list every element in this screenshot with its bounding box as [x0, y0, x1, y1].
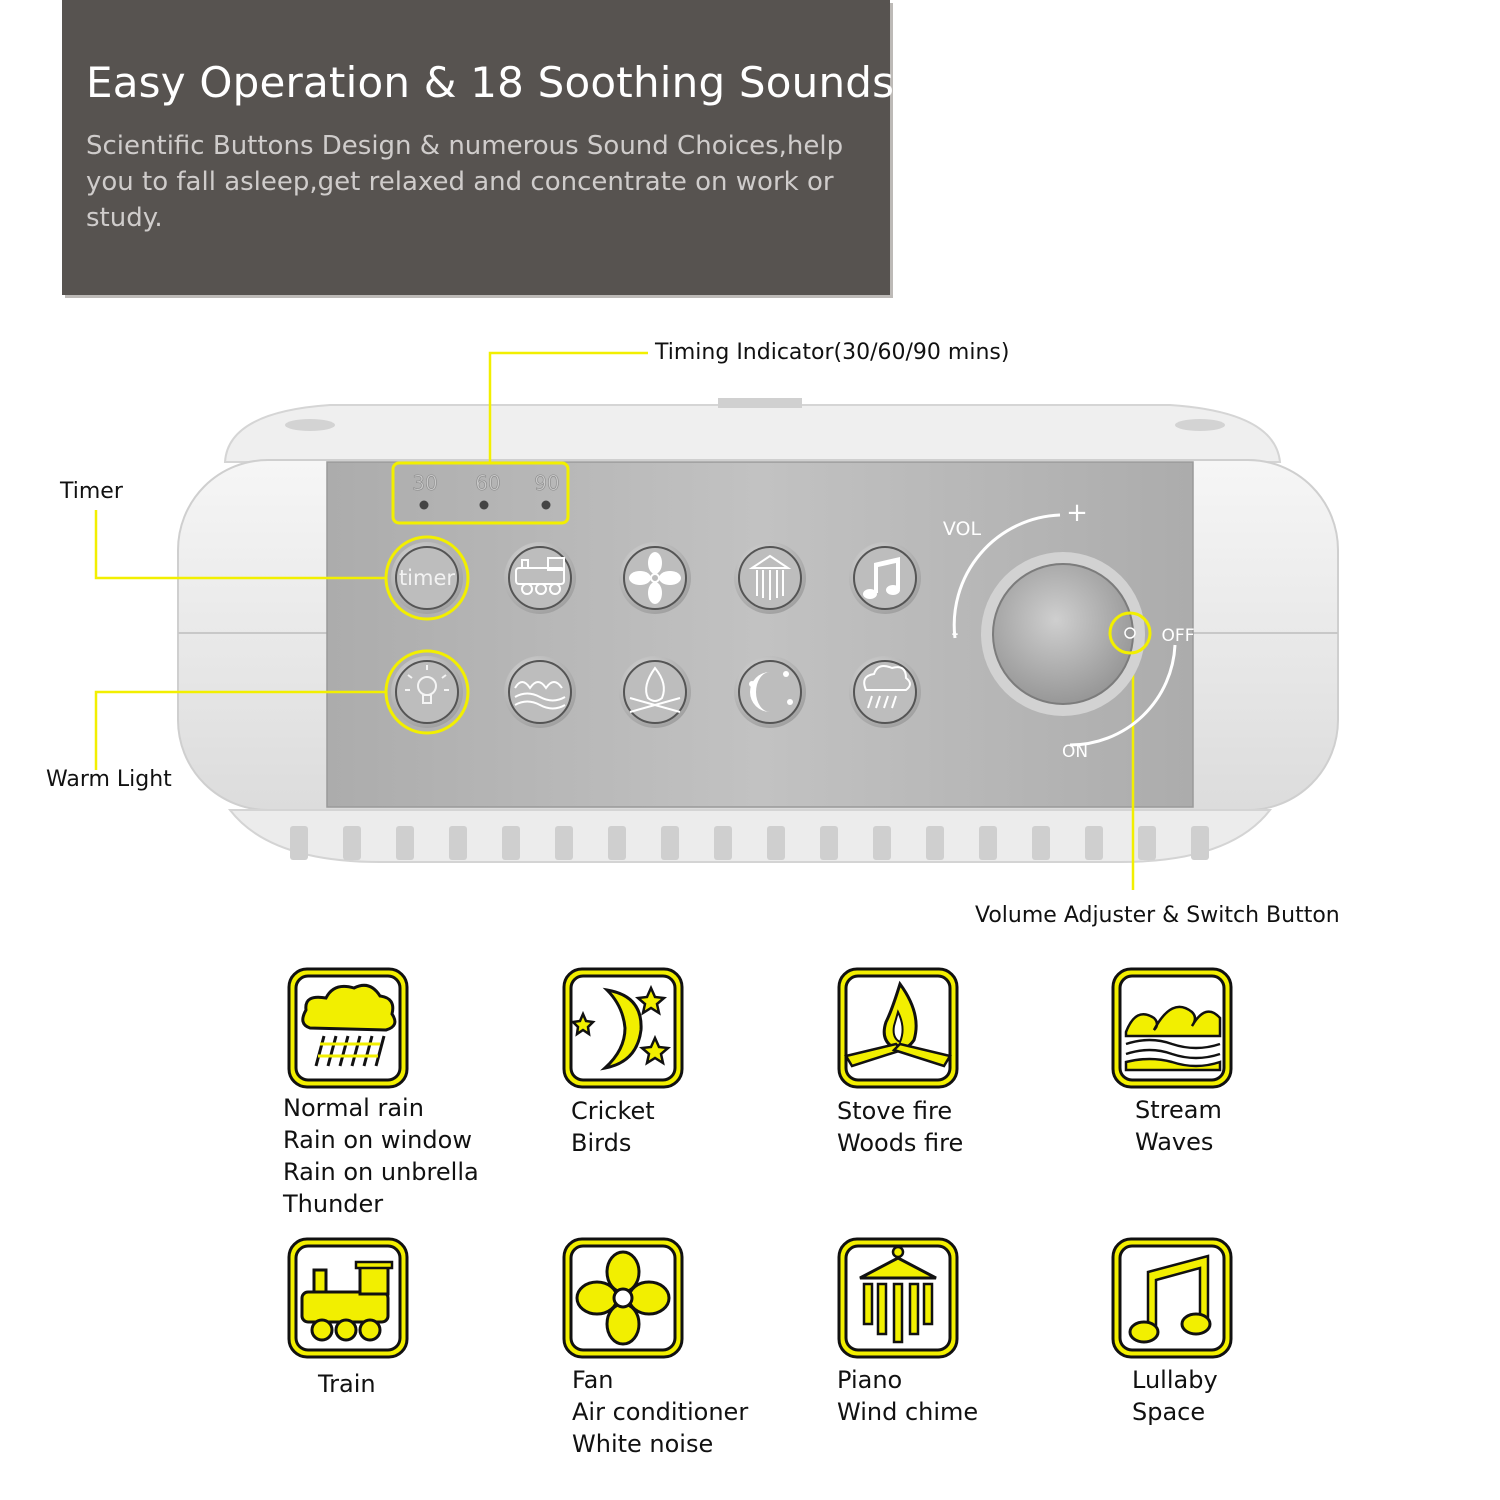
sound-machine-illustration: 30 60 90 timer	[94, 351, 1339, 890]
device-grille	[227, 809, 1273, 863]
sound-caption-rain: Normal rain Rain on window Rain on unbre…	[283, 1092, 479, 1220]
grille-slot	[502, 826, 520, 860]
grille-slot	[343, 826, 361, 860]
timer-button-label: timer	[399, 566, 455, 590]
volume-switch-label: Volume Adjuster & Switch Button	[975, 903, 1340, 928]
on-label: ON	[1062, 742, 1088, 762]
grille-slot	[820, 826, 838, 860]
timer-led-60	[479, 500, 489, 510]
grille-slot	[661, 826, 679, 860]
rain-cloud-icon	[287, 967, 409, 1089]
fan-icon	[562, 1237, 684, 1359]
vol-plus: +	[1066, 498, 1088, 528]
chime-sound-button[interactable]	[734, 542, 806, 614]
caption-line: Piano	[837, 1366, 903, 1394]
moon-stars-icon	[749, 671, 793, 712]
timer-label: Timer	[60, 479, 123, 504]
timer-button[interactable]: timer	[391, 542, 463, 614]
timing-indicator-label: Timing Indicator(30/60/90 mins)	[655, 340, 1010, 365]
grille-slot	[926, 826, 944, 860]
fire-icon	[629, 666, 681, 713]
caption-line: Train	[318, 1370, 376, 1398]
waves-sound-button[interactable]	[504, 656, 576, 728]
train-icon	[287, 1237, 409, 1359]
lullaby-sound-button[interactable]	[849, 542, 921, 614]
grille-slot	[396, 826, 414, 860]
caption-line: Woods fire	[837, 1129, 964, 1157]
sound-caption-train: Train	[318, 1368, 376, 1400]
switch-highlight	[1108, 611, 1152, 655]
grille-slot	[449, 826, 467, 860]
caption-line: Wind chime	[837, 1398, 979, 1426]
timing-indicator-frame	[391, 461, 570, 525]
sound-caption-lullaby: Lullaby Space	[1132, 1364, 1218, 1428]
grille-slot	[1085, 826, 1103, 860]
off-label: OFF	[1162, 626, 1195, 646]
caption-line: Lullaby	[1132, 1366, 1218, 1394]
banner-title: Easy Operation & 18 Soothing Sounds	[86, 58, 895, 107]
caption-line: Fan	[572, 1366, 614, 1394]
caption-line: Space	[1132, 1398, 1206, 1426]
light-bulb-icon	[405, 665, 449, 704]
caption-line: Rain on window	[283, 1126, 472, 1154]
fire-icon	[837, 967, 959, 1089]
waves-icon	[514, 681, 566, 710]
power-indicator	[1124, 627, 1136, 639]
wind-chime-icon	[748, 554, 792, 600]
banner-subtitle: Scientific Buttons Design & numerous Sou…	[86, 131, 844, 233]
fan-sound-button[interactable]	[619, 542, 691, 614]
music-note-icon	[863, 557, 900, 599]
grille-slot	[1032, 826, 1050, 860]
grille-slot	[1138, 826, 1156, 860]
night-sound-button[interactable]	[734, 656, 806, 728]
train-sound-button[interactable]	[504, 542, 576, 614]
grille-slot	[555, 826, 573, 860]
caption-line: Thunder	[283, 1190, 384, 1218]
sound-caption-night: Cricket Birds	[571, 1095, 655, 1159]
music-note-icon	[1111, 1237, 1233, 1359]
caption-line: Birds	[571, 1129, 632, 1157]
caption-line: Air conditioner	[572, 1398, 749, 1426]
grille-slot	[979, 826, 997, 860]
vol-minus: -	[951, 621, 958, 645]
sound-caption-chime: Piano Wind chime	[837, 1364, 978, 1428]
caption-line: Normal rain	[283, 1094, 424, 1122]
moon-stars-icon	[562, 967, 684, 1089]
warm-light-label: Warm Light	[46, 767, 172, 792]
waves-icon	[1111, 967, 1233, 1089]
rain-sound-button[interactable]	[849, 656, 921, 728]
caption-line: Waves	[1135, 1128, 1214, 1156]
grille-slot	[1191, 826, 1209, 860]
caption-line: White noise	[572, 1430, 714, 1458]
wind-chime-icon	[837, 1237, 959, 1359]
timer-led-90	[541, 500, 551, 510]
sound-caption-waves: Stream Waves	[1135, 1094, 1222, 1158]
sound-caption-fire: Stove fire Woods fire	[837, 1095, 963, 1159]
caption-line: Rain on unbrella	[283, 1158, 479, 1186]
device-top-shell	[223, 404, 1282, 463]
caption-line: Stream	[1135, 1096, 1222, 1124]
rain-cloud-icon	[863, 665, 911, 709]
sound-caption-fan: Fan Air conditioner White noise	[572, 1364, 748, 1460]
grille-slot	[873, 826, 891, 860]
header-banner: Easy Operation & 18 Soothing Sounds Scie…	[62, 0, 894, 295]
timer-led-30	[419, 500, 429, 510]
timer-mark-90: 90	[534, 471, 559, 495]
train-icon	[515, 557, 565, 595]
grille-slot	[714, 826, 732, 860]
timer-mark-60: 60	[475, 471, 500, 495]
vol-label: VOL	[943, 518, 982, 540]
warm-light-button[interactable]	[391, 656, 463, 728]
grille-slot	[290, 826, 308, 860]
caption-line: Cricket	[571, 1097, 655, 1125]
fan-icon	[629, 552, 681, 604]
grille-slot	[608, 826, 626, 860]
volume-knob[interactable]	[981, 552, 1145, 716]
timer-mark-30: 30	[412, 471, 437, 495]
fire-sound-button[interactable]	[619, 656, 691, 728]
caption-line: Stove fire	[837, 1097, 953, 1125]
grille-slot	[767, 826, 785, 860]
